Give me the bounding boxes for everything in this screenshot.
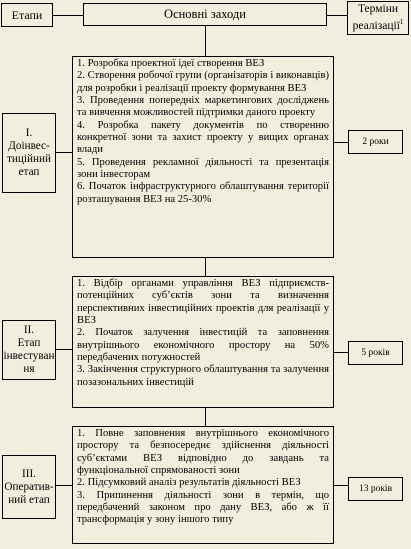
stage-1-measures: 1. Розробка проектної ідеї створення ВЕЗ… [72, 56, 334, 258]
stage-3-label: III. Оператив- ний етап [4, 467, 54, 506]
terms-footnote-mark: 1 [399, 18, 404, 27]
stage-1-label: I. Доінвес- тиційний етап [7, 127, 51, 178]
connector-stage2-left [56, 349, 72, 350]
stage-2-measures: 1. Відбір органами управління ВЕЗ підпри… [72, 276, 334, 408]
list-item: 3. Закінчення структурного облаштування … [77, 364, 329, 388]
connector-header-left [53, 15, 83, 16]
stages-header: Етапи [1, 3, 53, 27]
stage-3-box: III. Оператив- ний етап [2, 455, 56, 519]
stage-2-term: 5 років [361, 348, 390, 358]
list-item: 1. Повне заповнення внутрішнього економі… [77, 428, 329, 477]
list-item: 6. Початок інфраструктурного облаштуванн… [77, 181, 329, 205]
connector-stage1-left [56, 152, 72, 153]
main-measures-header-label: Основні заходи [164, 7, 246, 21]
stage-1-term: 2 роки [362, 137, 389, 147]
terms-header: Терміни реалізації1 [347, 1, 409, 35]
stage-1-box: I. Доінвес- тиційний етап [2, 113, 56, 193]
connector-stage3-right [334, 485, 348, 486]
connector-vertical-1 [205, 25, 206, 56]
connector-vertical-2 [205, 258, 206, 276]
terms-header-label: Терміни реалізації [352, 3, 400, 32]
connector-stage2-right [334, 352, 348, 353]
stage-1-term-box: 2 роки [348, 130, 403, 154]
connector-header-right [327, 15, 347, 16]
stage-3-measures: 1. Повне заповнення внутрішнього економі… [72, 426, 334, 544]
list-item: 1. Розробка проектної ідеї створення ВЕЗ [77, 58, 265, 69]
stages-header-label: Етапи [11, 7, 43, 22]
list-item: 1. Відбір органами управління ВЕЗ підпри… [77, 278, 329, 327]
connector-stage3-left [56, 485, 72, 486]
list-item: 2. Підсумковий аналіз результатів діяльн… [77, 477, 301, 489]
stage-3-term: 13 років [358, 484, 393, 494]
connector-stage1-right [334, 142, 348, 143]
list-item: 2. Створення робочої групи (організаторі… [77, 70, 329, 94]
list-item: 2. Початок залучення інвестицій та запов… [77, 327, 329, 364]
list-item: 4. Розробка пакету документів по створен… [77, 119, 329, 156]
stage-2-label: II. Етап інвестуван ня [3, 324, 55, 375]
list-item: 5. Проведення рекламної діяльності та пр… [77, 156, 329, 181]
stage-3-term-box: 13 років [348, 477, 403, 501]
list-item: 3. Припинення діяльності зони в термін, … [77, 489, 329, 526]
list-item: 3. Проведення попередніх маркетингових д… [77, 95, 329, 119]
stage-2-box: II. Етап інвестуван ня [2, 320, 56, 380]
terms-header-text: Терміни реалізації1 [348, 3, 408, 33]
main-measures-header: Основні заходи [83, 3, 327, 26]
stage-2-term-box: 5 років [348, 341, 403, 365]
connector-vertical-3 [205, 408, 206, 426]
